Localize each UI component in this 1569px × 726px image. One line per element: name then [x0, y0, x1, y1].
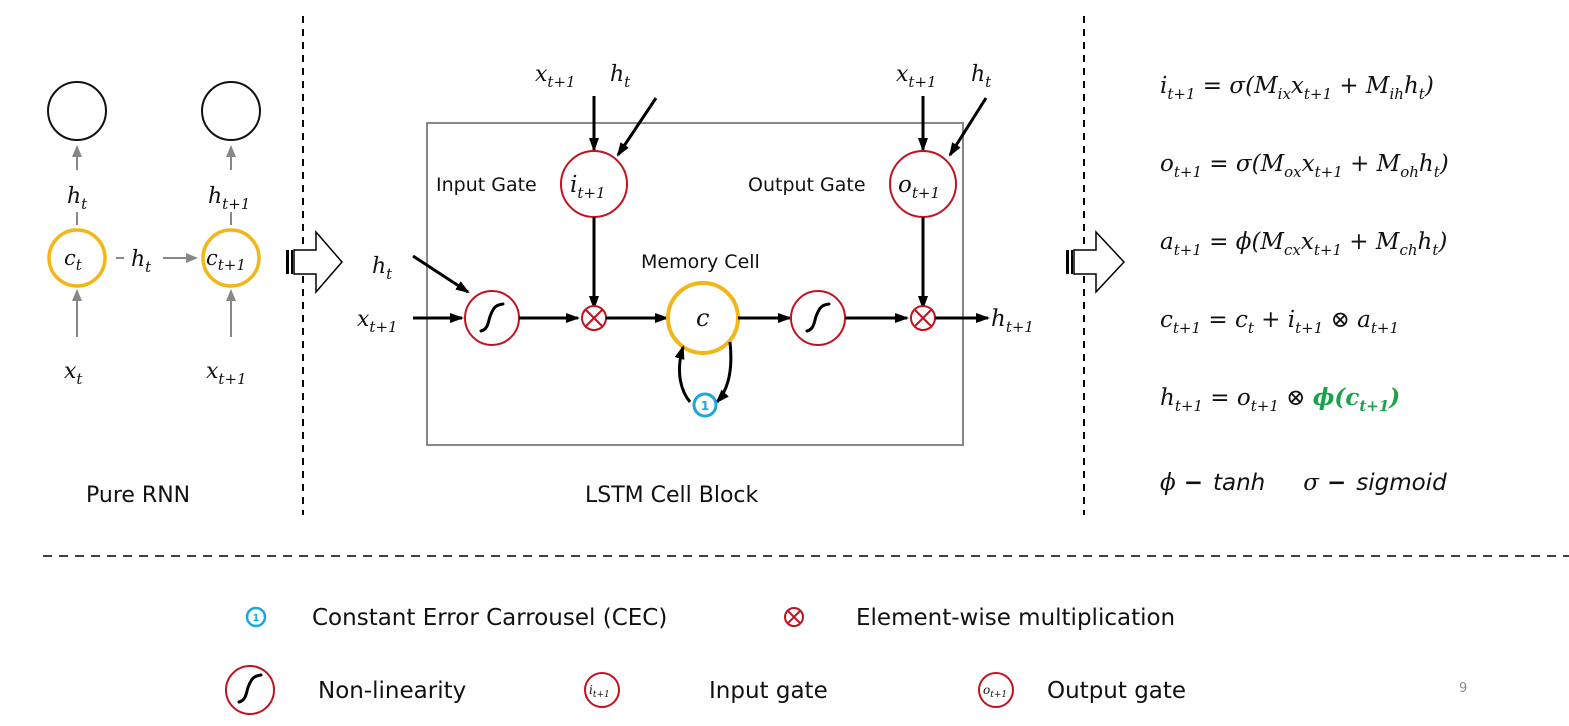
legend-cec-icon — [245, 606, 267, 628]
ig-sym-base: i — [570, 172, 577, 198]
equation-candidate: at+1 = ϕ(Mcxxt+1 + Mchht) — [1160, 229, 1447, 259]
rnn-c-t1-sub: t+1 — [218, 256, 246, 274]
legend-input-gate-symbol: it+1 — [589, 683, 610, 700]
memory-cell-symbol: c — [696, 304, 709, 332]
sigmoid-icon — [805, 302, 831, 333]
legend-cec-symbol: 1 — [253, 613, 260, 624]
lstm-x-in-base: x — [357, 307, 370, 332]
og-h-base: h — [971, 62, 985, 87]
input-gate-label: Input Gate — [436, 174, 537, 196]
rnn-x-t-sub: t — [76, 370, 83, 388]
og-sym-sub: t+1 — [912, 184, 940, 202]
sigmoid-icon — [479, 302, 505, 333]
og-sym-base: o — [898, 172, 912, 198]
equation-input-gate: it+1 = σ(Mixxt+1 + Mihht) — [1160, 73, 1434, 103]
rnn-h-t-base: h — [67, 184, 81, 209]
memory-cell-label: Memory Cell — [641, 251, 760, 273]
transition-arrow-right — [1066, 230, 1126, 294]
rnn-c-t-sub: t — [76, 256, 83, 274]
rnn-output-node-t1 — [201, 81, 261, 141]
ig-x-base: x — [535, 62, 548, 87]
lstm-panel: xt+1 ht it+1 Input Gate xt+1 ht ot+1 Out… — [357, 62, 1034, 508]
lstm-x-in-sub: t+1 — [369, 318, 397, 336]
sigmoid-icon — [237, 673, 263, 704]
lstm-caption: LSTM Cell Block — [585, 483, 759, 508]
rnn-x-t1-base: x — [206, 359, 219, 384]
pure-rnn-panel: ht ht+1 ct ct+1 ht xt xt+1 Pure RNN — [47, 81, 261, 508]
rnn-h-t1-base: h — [208, 184, 222, 209]
ig-x-sub: t+1 — [547, 73, 575, 91]
input-multiply-node — [581, 305, 607, 331]
page-number: 9 — [1459, 681, 1467, 696]
lstm-h-in-arrow — [412, 254, 470, 294]
svg-text:xt+1: xt+1 — [896, 62, 937, 91]
lstm-h-out-base: h — [991, 306, 1006, 332]
legend-input-gate-icon — [584, 672, 620, 708]
svg-text:ct+1: ct+1 — [206, 246, 246, 274]
equation-output-gate: ot+1 = σ(Moxxt+1 + Mohht) — [1160, 151, 1449, 181]
output-gate-label: Output Gate — [748, 174, 866, 196]
legend-output-gate-icon — [978, 672, 1014, 708]
svg-text:ot+1: ot+1 — [898, 172, 940, 202]
rnn-output-node-t — [47, 81, 107, 141]
svg-text:ht+1: ht+1 — [991, 306, 1034, 336]
lstm-cell-box — [426, 122, 964, 446]
rnn-recurrent-sub: t — [145, 258, 152, 276]
rnn-recurrent-base: h — [131, 247, 145, 272]
svg-text:ht: ht — [971, 62, 992, 91]
rnn-h-t1-sub: t+1 — [222, 195, 250, 213]
cec-loop-down — [715, 341, 733, 404]
output-nonlinearity-node — [790, 290, 846, 346]
legend-input-gate-label: Input gate — [709, 678, 828, 704]
svg-text:xt+1: xt+1 — [357, 307, 398, 336]
svg-text:ht: ht — [67, 184, 88, 213]
svg-text:xt: xt — [64, 359, 83, 388]
lstm-h-in-sub: t — [386, 265, 393, 283]
rnn-x-t-base: x — [64, 359, 77, 384]
equation-hidden-update: ht+1 = ot+1 ⊗ ϕ(ct+1) — [1160, 384, 1400, 415]
cec-node — [692, 392, 718, 418]
legend-output-gate-symbol: ot+1 — [983, 683, 1007, 700]
rnn-x-t1-sub: t+1 — [218, 370, 246, 388]
pure-rnn-caption: Pure RNN — [86, 483, 190, 508]
input-nonlinearity-node — [464, 290, 520, 346]
equation-cell-update: ct+1 = ct + it+1 ⊗ at+1 — [1160, 307, 1399, 337]
rnn-cell-t1 — [201, 228, 261, 288]
og-h-arrow — [948, 97, 988, 157]
equations-panel: it+1 = σ(Mixxt+1 + Mihht) ot+1 = σ(Moxxt… — [1160, 73, 1449, 496]
svg-text:ct: ct — [64, 246, 83, 274]
legend-nonlin-label: Non-linearity — [318, 678, 466, 704]
ig-h-sub: t — [624, 73, 631, 91]
svg-text:it+1: it+1 — [570, 172, 606, 202]
svg-text:xt+1: xt+1 — [206, 359, 247, 388]
og-h-sub: t — [985, 73, 992, 91]
legend-multiply-icon — [784, 607, 804, 627]
cec-node-symbol: 1 — [701, 399, 709, 413]
rnn-h-t-sub: t — [81, 195, 88, 213]
legend-cec-label: Constant Error Carrousel (CEC) — [312, 605, 667, 631]
svg-text:ht: ht — [610, 62, 631, 91]
rnn-c-t-base: c — [64, 246, 76, 270]
svg-text:ht+1: ht+1 — [208, 184, 250, 213]
rnn-cell-t — [47, 228, 107, 288]
rnn-c-t1-base: c — [206, 246, 218, 270]
legend-output-gate-label: Output gate — [1047, 678, 1186, 704]
cec-loop-up — [674, 345, 692, 403]
legend-nonlinearity-icon — [225, 665, 275, 715]
ig-h-base: h — [610, 62, 624, 87]
output-multiply-node — [910, 305, 936, 331]
legend: 1 Constant Error Carrousel (CEC) Element… — [225, 605, 1186, 715]
svg-text:ht: ht — [131, 247, 152, 276]
svg-text:ht: ht — [372, 254, 393, 283]
legend-mult-label: Element-wise multiplication — [856, 605, 1175, 631]
ig-h-arrow — [616, 97, 658, 157]
ig-sym-sub: t+1 — [577, 184, 605, 202]
lstm-h-out-sub: t+1 — [1006, 318, 1034, 336]
svg-text:xt+1: xt+1 — [535, 62, 576, 91]
og-x-sub: t+1 — [908, 73, 936, 91]
lstm-h-in-base: h — [372, 254, 386, 279]
og-x-base: x — [896, 62, 909, 87]
transition-arrow-left — [286, 229, 343, 295]
